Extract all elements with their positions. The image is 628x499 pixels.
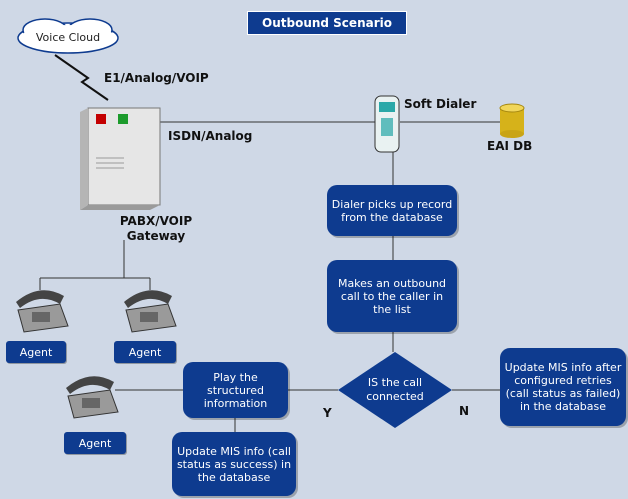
pabx-gateway-icon (80, 107, 161, 210)
step-update-failed: Update MIS info after configured retries… (500, 348, 626, 426)
decision-diamond (338, 352, 452, 428)
step-update-success: Update MIS info (call status as success)… (172, 432, 296, 496)
diagram-title: Outbound Scenario (247, 11, 407, 35)
telephone-icon (124, 290, 177, 333)
gateway-label: PABX/VOIP Gateway (119, 214, 193, 243)
step-outbound-call: Makes an outbound call to the caller in … (327, 260, 457, 332)
lightning-link-icon (54, 54, 109, 101)
isdn-label: ISDN/Analog (168, 129, 253, 143)
voice-cloud-label: Voice Cloud (35, 31, 101, 44)
decision-text: IS the call connected (366, 376, 424, 403)
yes-label: Y (323, 406, 332, 420)
soft-dialer-label: Soft Dialer (404, 97, 477, 111)
step-pick-record: Dialer picks up record from the database (327, 185, 457, 236)
link-label: E1/Analog/VOIP (104, 71, 209, 85)
agent-label: Agent (6, 341, 66, 363)
no-label: N (459, 404, 470, 418)
voice-cloud-icon (17, 18, 119, 54)
agent-label: Agent (64, 432, 126, 454)
eai-db-label: EAI DB (487, 139, 533, 153)
telephone-icon (16, 290, 69, 333)
agent-label: Agent (114, 341, 176, 363)
step-play-info: Play the structured information (183, 362, 288, 418)
soft-dialer-icon (374, 95, 400, 153)
eai-db-icon (499, 103, 525, 138)
telephone-icon (66, 376, 119, 419)
